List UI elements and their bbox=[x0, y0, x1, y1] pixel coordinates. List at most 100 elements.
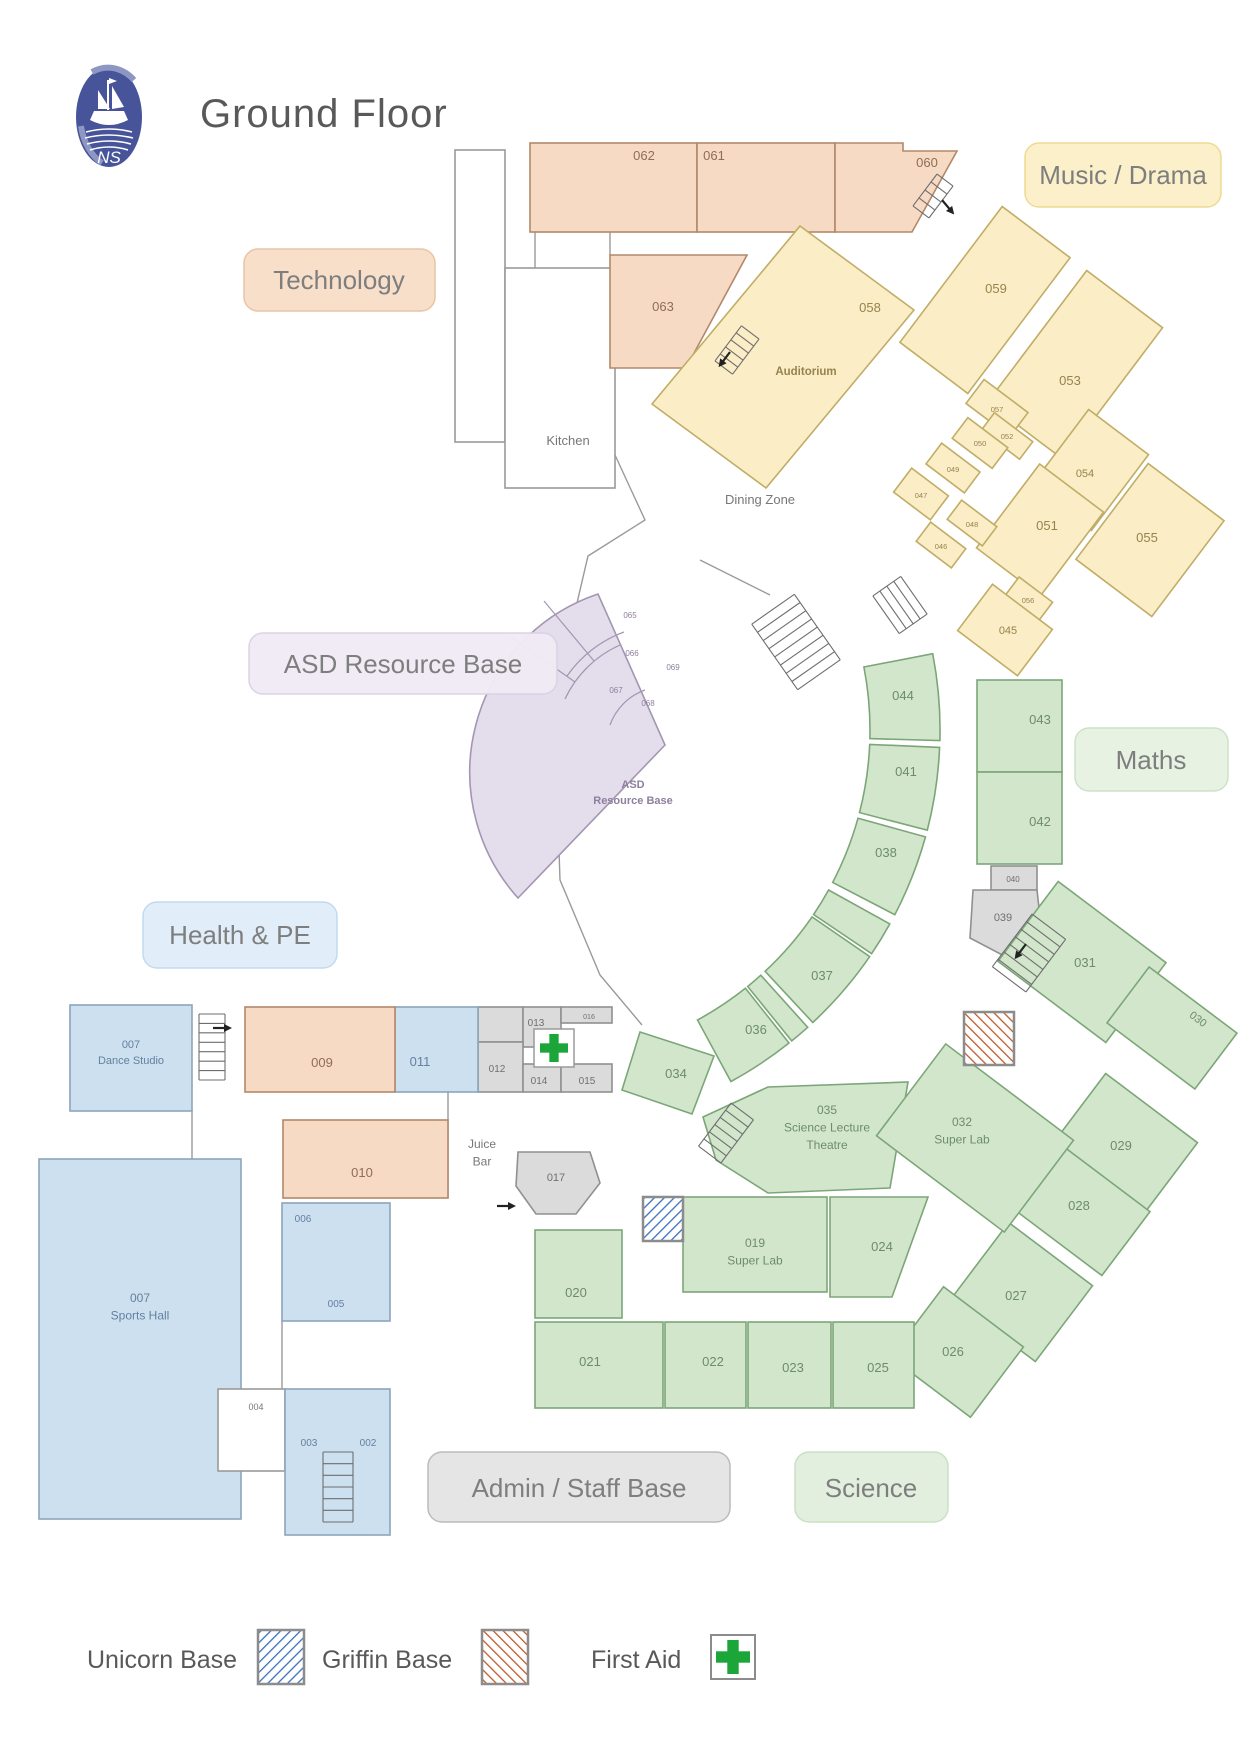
area-label-asd-resource-base: ASD Resource Base bbox=[248, 632, 558, 695]
room-label: Dining Zone bbox=[725, 492, 795, 507]
room-label: 007 bbox=[122, 1039, 140, 1051]
room-label: Sports Hall bbox=[111, 1308, 170, 1322]
area-label-maths: Maths bbox=[1074, 727, 1229, 792]
room-034: 034 bbox=[621, 1030, 716, 1116]
room-label: 041 bbox=[895, 764, 917, 779]
room-utility bbox=[454, 149, 506, 443]
svg-text:Health & PE: Health & PE bbox=[169, 920, 311, 950]
svg-text:Admin / Staff Base: Admin / Staff Base bbox=[472, 1473, 687, 1503]
room-label: 004 bbox=[248, 1402, 263, 1412]
room-label: 050 bbox=[974, 439, 987, 448]
room-label: 060 bbox=[916, 155, 938, 170]
room-label: 063 bbox=[652, 299, 674, 314]
room-label: 029 bbox=[1110, 1138, 1132, 1153]
room-auditorium: Auditorium bbox=[775, 366, 836, 378]
area-label-music-drama: Music / Drama bbox=[1024, 142, 1222, 208]
room-045: 045 bbox=[956, 583, 1054, 677]
room-label: 037 bbox=[811, 968, 833, 983]
corridor-wall bbox=[699, 559, 771, 596]
room-041: 041 bbox=[858, 743, 941, 832]
legend-first-aid-label: First Aid bbox=[591, 1646, 681, 1674]
room-062: 062 bbox=[529, 142, 698, 233]
direction-arrow bbox=[1014, 943, 1027, 960]
room-kitchen: Kitchen bbox=[504, 267, 616, 489]
room-label: Super Lab bbox=[727, 1253, 783, 1267]
room-label: ASD bbox=[621, 779, 644, 791]
asd-fan-divider bbox=[566, 631, 625, 677]
room-label: 068 bbox=[641, 699, 655, 708]
room-label: 022 bbox=[702, 1354, 724, 1369]
asd-fan-divider bbox=[564, 644, 621, 700]
room-label: 066 bbox=[625, 649, 639, 658]
room-006-005 bbox=[281, 1202, 391, 1322]
room-label: 040 bbox=[1006, 875, 1020, 884]
room-050: 050 bbox=[951, 416, 1009, 470]
room-label: 011 bbox=[410, 1054, 431, 1069]
room-043: 043 bbox=[976, 679, 1063, 773]
room-label: 019 bbox=[745, 1236, 765, 1250]
room-057: 057 bbox=[964, 378, 1030, 438]
room-label: 056 bbox=[1022, 596, 1035, 605]
room-label: 057 bbox=[991, 405, 1004, 414]
svg-text:Maths: Maths bbox=[1116, 745, 1187, 775]
direction-arrow bbox=[497, 1202, 516, 1210]
area-label-health-pe: Health & PE bbox=[142, 901, 338, 969]
room-label: 043 bbox=[1029, 712, 1051, 727]
room-label: 028 bbox=[1068, 1198, 1090, 1213]
room-label: Auditorium bbox=[775, 366, 836, 378]
room-wedge2 bbox=[746, 974, 809, 1043]
svg-text:ASD Resource Base: ASD Resource Base bbox=[284, 649, 522, 679]
room-003: 003 bbox=[301, 1438, 318, 1449]
room-061: 061 bbox=[696, 142, 836, 233]
room-label: 035 bbox=[817, 1103, 837, 1117]
legend-griffin-label: Griffin Base bbox=[322, 1646, 452, 1674]
room-label: Resource Base bbox=[593, 795, 673, 807]
unicorn-base-swatch bbox=[256, 1628, 306, 1686]
room-048: 048 bbox=[946, 499, 998, 547]
room-label: 009 bbox=[311, 1055, 333, 1070]
room-016: 016 bbox=[560, 1006, 613, 1024]
room-label: 036 bbox=[745, 1022, 767, 1037]
room-label: Juice bbox=[468, 1137, 496, 1151]
room-042: 042 bbox=[976, 771, 1063, 865]
room-020: 020 bbox=[534, 1229, 623, 1319]
room-046: 046 bbox=[915, 521, 967, 569]
room-label: 053 bbox=[1059, 373, 1081, 388]
room-label: 026 bbox=[942, 1344, 964, 1359]
stairs bbox=[912, 173, 954, 219]
stairs bbox=[198, 1013, 226, 1081]
room-051: 051 bbox=[975, 462, 1105, 598]
room-006: 006 bbox=[295, 1214, 312, 1225]
griffin-base-marker bbox=[962, 1010, 1016, 1067]
room-label: 007 bbox=[130, 1291, 150, 1305]
stairs bbox=[714, 325, 760, 375]
room-label: 005 bbox=[328, 1299, 345, 1310]
room-label: 003 bbox=[301, 1438, 318, 1449]
room-068: 068 bbox=[641, 699, 655, 708]
legend-unicorn-label: Unicorn Base bbox=[87, 1646, 237, 1674]
room-059: 059 bbox=[898, 205, 1072, 395]
room-label: 048 bbox=[966, 520, 979, 529]
unicorn-base-marker bbox=[641, 1195, 685, 1243]
room-label: Super Lab bbox=[934, 1132, 990, 1146]
room-label: 054 bbox=[1076, 468, 1094, 480]
stairs bbox=[872, 575, 928, 635]
room-label: 065 bbox=[623, 611, 637, 620]
room-067: 067 bbox=[609, 686, 623, 695]
direction-arrow bbox=[718, 351, 731, 368]
room-label: Dance Studio bbox=[98, 1055, 164, 1067]
stairs bbox=[698, 1102, 754, 1164]
room-044: 044 bbox=[862, 652, 941, 742]
room-047: 047 bbox=[892, 467, 950, 521]
room-023: 023 bbox=[747, 1321, 832, 1409]
legend: Unicorn Base Griffin Base First Aid bbox=[87, 1628, 756, 1686]
room-011: 011 bbox=[394, 1006, 479, 1093]
room-037: 037 bbox=[763, 915, 871, 1024]
room-label: 042 bbox=[1029, 814, 1051, 829]
room-label: 052 bbox=[1001, 432, 1014, 441]
room-036: 036 bbox=[696, 987, 791, 1083]
stairs bbox=[991, 913, 1067, 993]
room-label: Bar bbox=[473, 1154, 492, 1168]
